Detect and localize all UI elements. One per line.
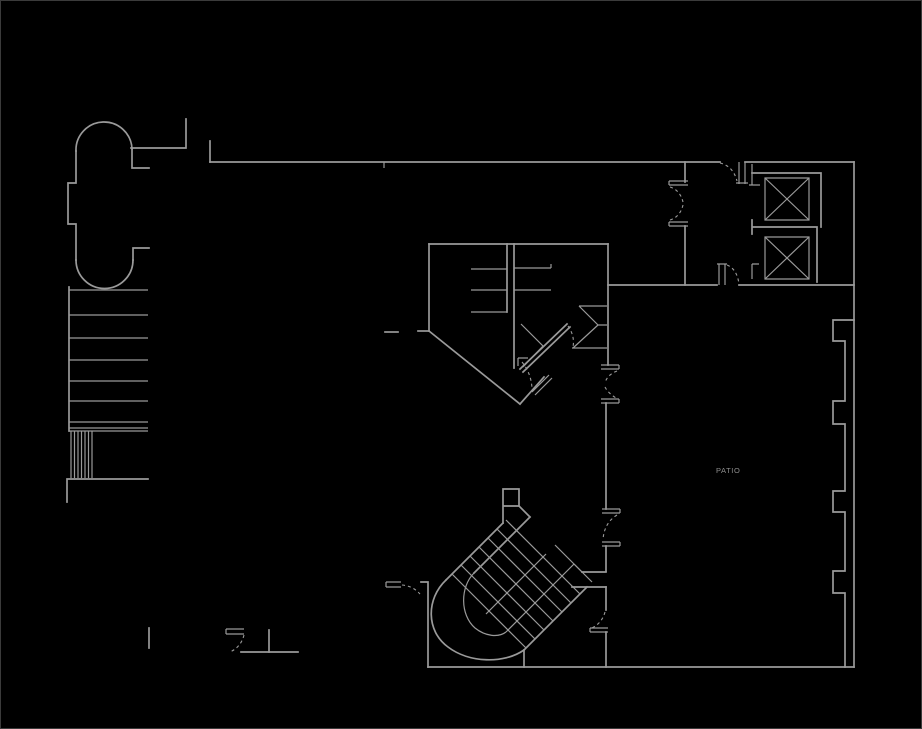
door-swing-arc: [669, 186, 684, 203]
stair-center-wall: [506, 243, 515, 369]
vestibule-bottom-arc: [75, 259, 134, 290]
stair-bottom-wall: [66, 478, 149, 503]
elevator-x-icon: [764, 236, 810, 280]
diagonal-corridor: [517, 305, 607, 406]
door-jamb: [385, 581, 401, 588]
door-swing-arc: [602, 514, 618, 541]
stair-treads-curved: [451, 519, 593, 649]
stair-top-landing: [502, 488, 520, 524]
entry-vestibule: [67, 121, 150, 290]
stair-landing-jog: [517, 504, 532, 519]
stair-outer-bulb-arc: [430, 578, 526, 661]
door-jamb-bracket: [517, 357, 528, 366]
left-staircase: [66, 286, 149, 503]
patio-label: PATIO: [716, 466, 740, 475]
shaft-enclosure-wall: [751, 172, 822, 228]
curved-staircase: [385, 488, 607, 668]
elevator-shafts: [749, 164, 822, 283]
room-diagonal-wall: [427, 329, 522, 406]
door-swing-arc: [401, 584, 421, 595]
vestibule-top-right-stub: [131, 148, 150, 169]
door-leaf-diagonal: [531, 374, 553, 396]
entry-wall-stub: [130, 118, 187, 149]
door-swing-arc: [591, 611, 606, 629]
door-swing-arc: [719, 162, 738, 182]
stair-direction-chevron: [520, 323, 544, 368]
corridor-diagonal-wall-lower: [518, 375, 546, 406]
door-swing-arc: [567, 325, 574, 348]
shaft-door-jamb: [751, 263, 759, 279]
door-jamb: [225, 628, 244, 635]
central-stair-room: [384, 243, 609, 406]
stair-outer-stringer-right: [522, 585, 589, 652]
door-swing-arc: [726, 264, 740, 285]
stair-treads: [69, 289, 148, 423]
stair-inner-stringer-left: [472, 515, 532, 575]
patio-wall: PATIO: [427, 161, 855, 668]
door-jamb: [601, 398, 620, 404]
vestibule-left-notch-wall: [67, 150, 77, 261]
diagonal-door-symbol: [572, 305, 607, 349]
door-jamb: [717, 263, 727, 285]
elevator-x-icon: [764, 177, 810, 221]
vestibule-top-arc: [75, 121, 133, 152]
patio-inner-wall-pilasters: [832, 319, 855, 668]
top-wall: [209, 161, 721, 168]
bottom-partial-walls: [148, 627, 299, 653]
stair-landing-edge: [69, 427, 148, 432]
corridor-diagonal-wall: [518, 322, 572, 374]
elevator-lobby: [607, 161, 855, 286]
elevator-shaft-2: [764, 236, 810, 280]
door-jamb: [736, 162, 748, 184]
stair-divider-line: [485, 553, 547, 615]
door-swing-arc: [604, 386, 617, 399]
shaft-divider-wall: [751, 219, 818, 283]
door-jamb: [601, 364, 620, 370]
entrance-walls: [130, 118, 211, 163]
stair-exit-landing: [571, 571, 607, 588]
shaft-wall-corner: [749, 164, 760, 186]
door-jamb: [602, 508, 621, 514]
door-swing-arc: [229, 634, 245, 653]
door-swing-arc: [521, 361, 533, 389]
stair-hatch-lines: [70, 431, 93, 478]
elevator-shaft-1: [764, 177, 810, 221]
door-jamb: [668, 180, 688, 186]
vestibule-bottom-right-stub: [132, 247, 150, 261]
door-swing-arc: [604, 370, 618, 384]
stair-enclosure-left-wall: [420, 581, 429, 668]
corridor-wall-doors: [589, 364, 621, 668]
door-swing-arc: [669, 204, 684, 221]
door-jamb: [589, 627, 608, 633]
stair-treads-upper: [471, 264, 552, 313]
door-jamb: [602, 541, 621, 547]
stair-outer-stringer-left: [444, 521, 505, 582]
